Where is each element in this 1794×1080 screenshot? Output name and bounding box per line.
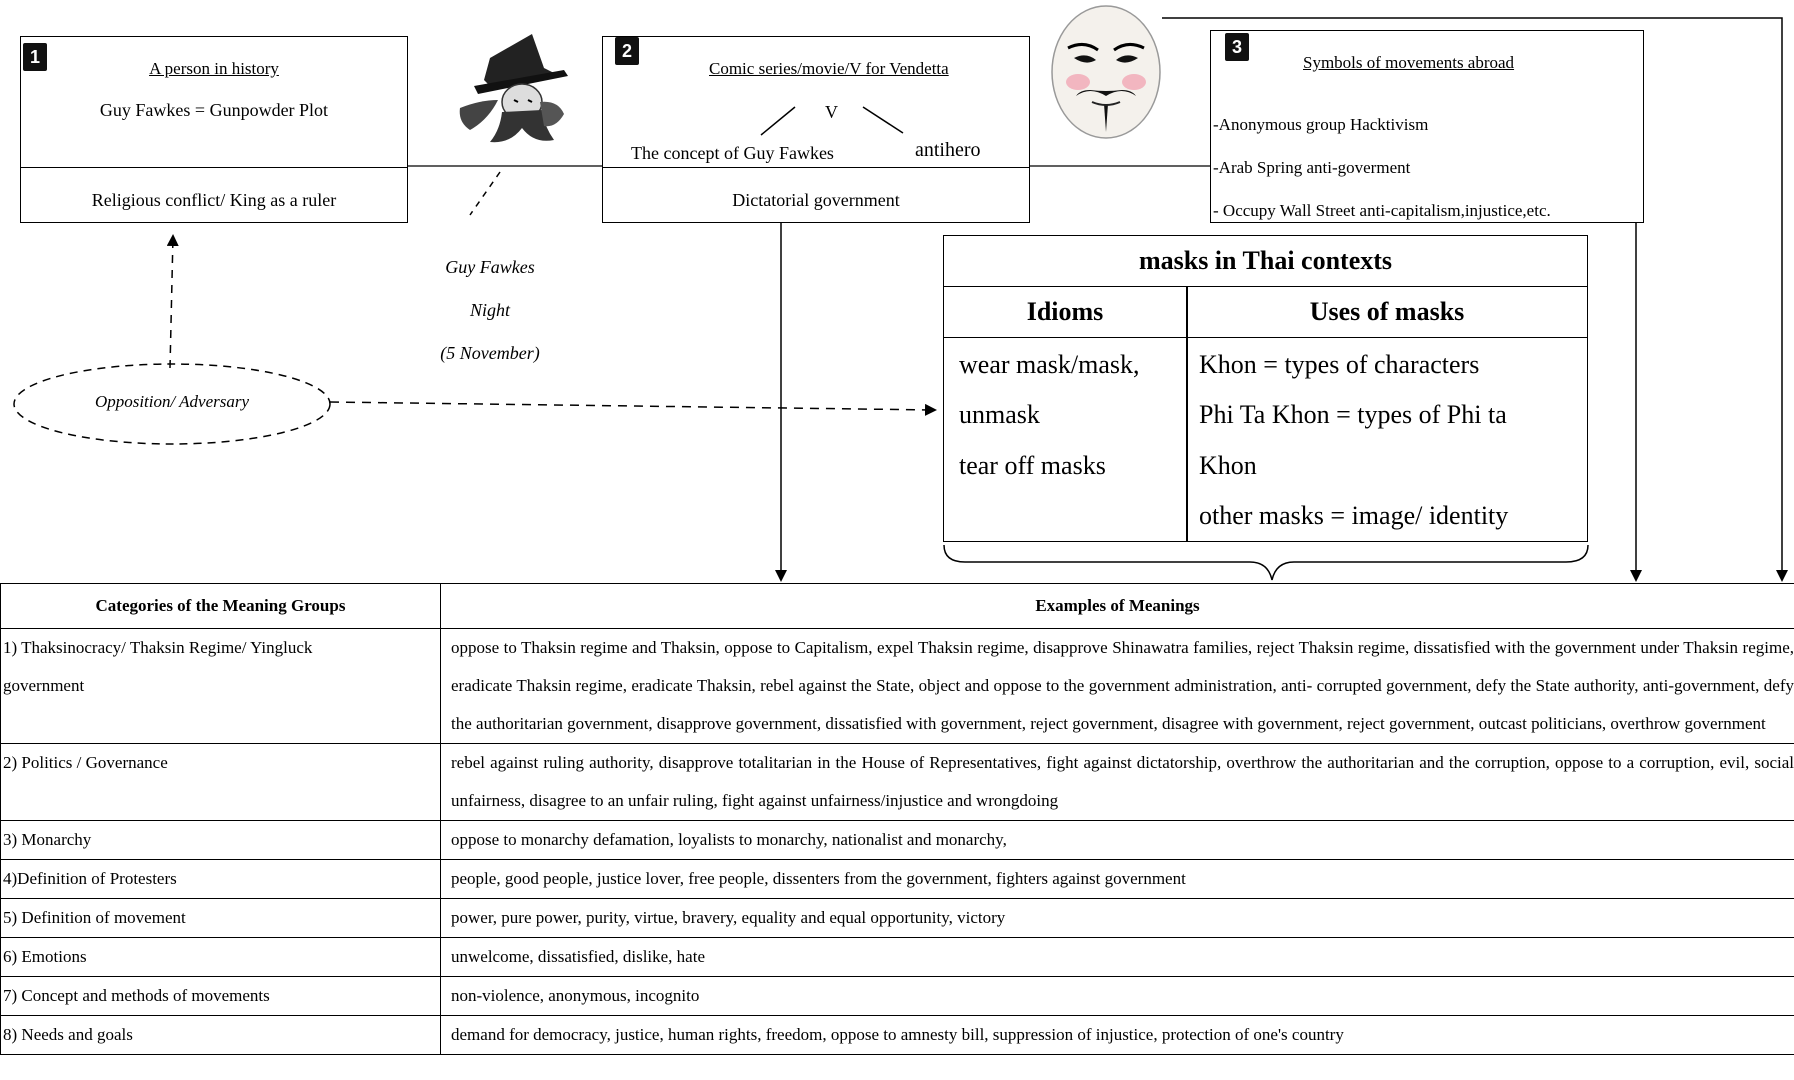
box3-item: - Occupy Wall Street anti-capitalism,inj… <box>1213 201 1551 220</box>
categories-header: Categories of the Meaning Groups <box>0 583 441 629</box>
v-branch-lines <box>760 106 904 136</box>
table-row: 6) Emotions unwelcome, dissatisfied, dis… <box>0 937 1794 977</box>
table-row: 4)Definition of Protesters people, good … <box>0 859 1794 899</box>
box2-footer: Dictatorial government <box>732 190 900 210</box>
box3-item: -Anonymous group Hacktivism <box>1213 115 1429 134</box>
table-row: 5) Definition of movement power, pure po… <box>0 898 1794 938</box>
category-cell: 8) Needs and goals <box>0 1015 441 1055</box>
examples-cell: demand for democracy, justice, human rig… <box>440 1015 1794 1055</box>
use-item: Khon = types of characters <box>1199 350 1480 379</box>
category-cell: 2) Politics / Governance <box>0 743 441 821</box>
box2-concept: The concept of Guy Fawkes <box>631 143 834 163</box>
box2-antihero: antihero <box>915 139 981 161</box>
category-cell: 3) Monarchy <box>0 820 441 860</box>
use-item: Phi Ta Khon = types of Phi ta <box>1199 400 1507 429</box>
opposition-label: Opposition/ Adversary <box>94 392 250 411</box>
category-cell: 1) Thaksinocracy/ Thaksin Regime/ Yinglu… <box>0 628 441 744</box>
examples-cell: oppose to monarchy defamation, loyalists… <box>440 820 1794 860</box>
examples-cell: non-violence, anonymous, incognito <box>440 976 1794 1016</box>
idiom-item: unmask <box>959 400 1040 429</box>
table-row: 7) Concept and methods of movements non-… <box>0 976 1794 1016</box>
box-symbols-abroad: 3 Symbols of movements abroad -Anonymous… <box>1210 30 1644 223</box>
step-badge-1: 1 <box>23 43 47 71</box>
gfn-line-1: Guy Fawkes <box>445 257 535 277</box>
idiom-item: wear mask/mask, <box>959 350 1140 379</box>
box-person-in-history: 1 A person in history Guy Fawkes = Gunpo… <box>20 36 408 223</box>
gfn-line-3: (5 November) <box>440 343 540 363</box>
box3-title: Symbols of movements abroad <box>1303 53 1515 72</box>
dashed-ellipse-shape <box>13 363 331 445</box>
box2-title: Comic series/movie/V for Vendetta <box>709 59 949 78</box>
step-badge-2: 2 <box>615 37 639 65</box>
uses-header: Uses of masks <box>1187 287 1587 338</box>
anonymous-mask-image <box>1051 5 1161 139</box>
category-line: 1) Thaksinocracy/ Thaksin Regime/ Yinglu… <box>3 638 313 657</box>
category-cell: 5) Definition of movement <box>0 898 441 938</box>
examples-cell: oppose to Thaksin regime and Thaksin, op… <box>440 628 1794 744</box>
table-row: 8) Needs and goals demand for democracy,… <box>0 1015 1794 1055</box>
table-row: 2) Politics / Governance rebel against r… <box>0 743 1794 821</box>
opposition-ellipse: Opposition/ Adversary <box>12 362 332 446</box>
gfn-line-2: Night <box>469 300 510 320</box>
guy-fawkes-night-label: Guy Fawkes Night (5 November) <box>410 246 570 375</box>
examples-cell: people, good people, justice lover, free… <box>440 859 1794 899</box>
idioms-header: Idioms <box>944 287 1186 338</box>
masks-thai-contexts-table: masks in Thai contexts Idioms Uses of ma… <box>943 235 1588 542</box>
guy-fawkes-portrait <box>459 34 568 143</box>
idiom-item: tear off masks <box>959 451 1106 480</box>
box-v-for-vendetta: 2 Comic series/movie/V for Vendetta V Th… <box>602 36 1030 223</box>
use-item: Khon <box>1199 451 1257 480</box>
category-cell: 7) Concept and methods of movements <box>0 976 441 1016</box>
box3-item: -Arab Spring anti-goverment <box>1213 158 1411 177</box>
examples-header: Examples of Meanings <box>440 583 1794 629</box>
examples-cell: unwelcome, dissatisfied, dislike, hate <box>440 937 1794 977</box>
meaning-groups-table: Categories of the Meaning Groups Example… <box>0 583 1794 1055</box>
box2-v-letter: V <box>825 102 838 122</box>
category-cell: 6) Emotions <box>0 937 441 977</box>
use-item: other masks = image/ identity <box>1199 501 1509 530</box>
table-row: 3) Monarchy oppose to monarchy defamatio… <box>0 820 1794 860</box>
box3-list: -Anonymous group Hacktivism -Arab Spring… <box>1213 103 1551 232</box>
box1-line: Guy Fawkes = Gunpowder Plot <box>99 100 329 120</box>
category-cell: 4)Definition of Protesters <box>0 859 441 899</box>
table-header-row: Categories of the Meaning Groups Example… <box>0 583 1794 629</box>
box1-footer: Religious conflict/ King as a ruler <box>91 190 337 210</box>
mask-table-title: masks in Thai contexts <box>944 236 1587 287</box>
box1-title: A person in history <box>149 59 279 78</box>
category-line: government <box>3 676 85 695</box>
examples-cell: power, pure power, purity, virtue, brave… <box>440 898 1794 938</box>
examples-cell: rebel against ruling authority, disappro… <box>440 743 1794 821</box>
step-badge-3: 3 <box>1225 33 1249 61</box>
table-row: 1) Thaksinocracy/ Thaksin Regime/ Yinglu… <box>0 628 1794 744</box>
